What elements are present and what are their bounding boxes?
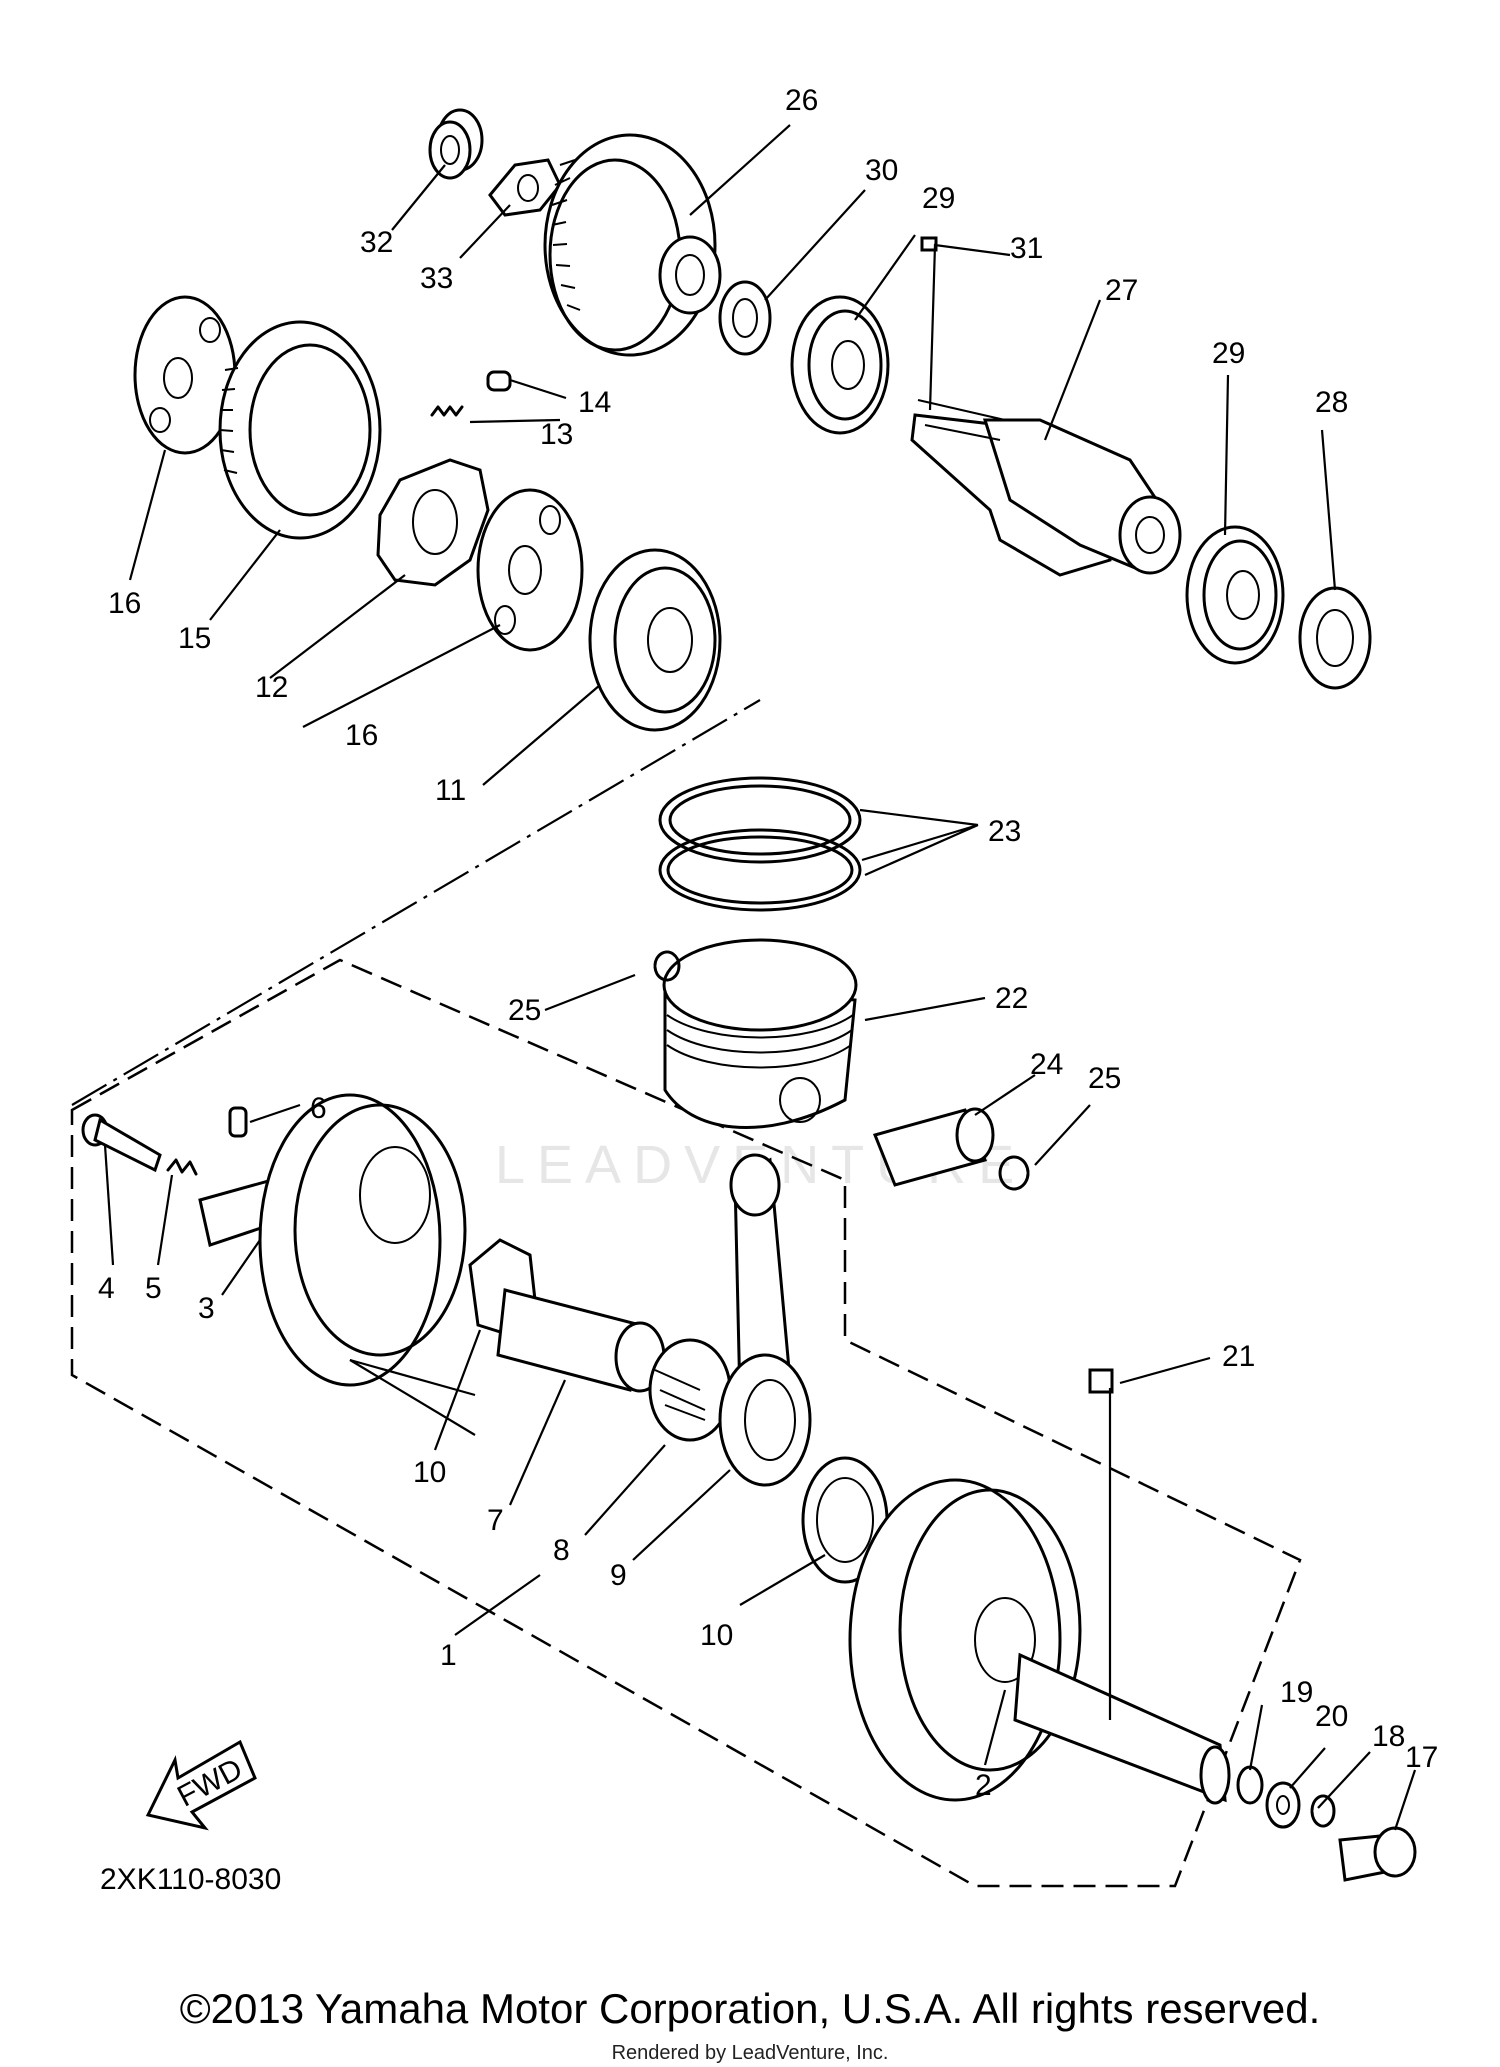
callout-5: 5 xyxy=(145,1272,162,1305)
part-32-nut xyxy=(428,108,484,180)
part-29-bearing-upper xyxy=(790,295,890,435)
callout-27: 27 xyxy=(1105,274,1138,307)
crankshaft-assembly-outline xyxy=(70,958,1302,1888)
callout-29b: 29 xyxy=(1212,337,1245,370)
callout-19: 19 xyxy=(1280,1676,1313,1709)
part-18-circlip xyxy=(1310,1794,1336,1828)
callout-12: 12 xyxy=(255,671,288,704)
callout-24: 24 xyxy=(1030,1048,1063,1081)
callout-10a: 10 xyxy=(413,1456,446,1489)
part-28-oil-seal xyxy=(1298,586,1372,690)
part-21-key xyxy=(1088,1368,1114,1394)
part-6-pin xyxy=(228,1106,248,1138)
callout-31: 31 xyxy=(1010,232,1043,265)
part-4-bolt xyxy=(81,1113,162,1173)
part-7-crank-pin xyxy=(496,1288,666,1393)
leader-lines xyxy=(103,124,1417,1831)
callout-20: 20 xyxy=(1315,1700,1348,1733)
callout-29a: 29 xyxy=(922,182,955,215)
rendered-by-credit: Rendered by LeadVenture, Inc. xyxy=(611,2042,889,2064)
callout-6: 6 xyxy=(310,1092,327,1125)
part-25-clip-lower xyxy=(998,1155,1030,1191)
part-17-bolt xyxy=(1338,1826,1417,1882)
crankshaft-piston-exploded-diagram: LEADVENTURE xyxy=(70,84,1438,1896)
callout-22: 22 xyxy=(995,982,1028,1015)
fwd-arrow-icon: FWD xyxy=(145,1739,257,1831)
callout-25b: 25 xyxy=(1088,1062,1121,1095)
part-12-hub xyxy=(376,458,490,587)
part-16-plate-lower xyxy=(476,488,584,652)
part-22-piston xyxy=(662,938,858,1129)
part-9-connecting-rod xyxy=(718,1153,812,1487)
part-19-oring xyxy=(1236,1765,1264,1805)
callout-14: 14 xyxy=(578,386,611,419)
part-14-pin xyxy=(486,370,512,392)
callout-28: 28 xyxy=(1315,386,1348,419)
callout-16b: 16 xyxy=(345,719,378,752)
part-30-oil-seal xyxy=(718,280,772,356)
part-10-thrust-washer-right xyxy=(801,1456,889,1584)
part-11-bearing xyxy=(588,548,722,732)
callout-13: 13 xyxy=(540,418,573,451)
part-26-balancer-drive-gear xyxy=(543,133,722,357)
part-2-crank-half-right xyxy=(848,1478,1231,1805)
callout-1: 1 xyxy=(440,1639,457,1672)
callout-25a: 25 xyxy=(508,994,541,1027)
copyright-notice: ©2013 Yamaha Motor Corporation, U.S.A. A… xyxy=(179,1985,1321,2032)
part-31-woodruff-key xyxy=(920,236,938,252)
callout-16a: 16 xyxy=(108,587,141,620)
part-27-balancer-shaft xyxy=(910,399,1182,577)
part-15-balancer-driven-gear xyxy=(218,320,382,540)
part-25-clip-upper xyxy=(653,950,681,982)
callout-3: 3 xyxy=(198,1292,215,1325)
part-5-spring xyxy=(166,1158,198,1176)
part-29-bearing-right xyxy=(1185,525,1285,665)
callouts: 1 2 3 4 5 6 7 8 9 10 10 11 12 13 14 15 1… xyxy=(98,84,1438,1802)
callout-2: 2 xyxy=(975,1769,992,1802)
balancer-group-leader xyxy=(71,699,761,1106)
callout-8: 8 xyxy=(553,1534,570,1567)
callout-10b: 10 xyxy=(700,1619,733,1652)
callout-11: 11 xyxy=(435,774,466,807)
callout-4: 4 xyxy=(98,1272,115,1305)
callout-15: 15 xyxy=(178,622,211,655)
callout-9: 9 xyxy=(610,1559,627,1592)
diagram-code: 2XK110-8030 xyxy=(100,1863,281,1896)
callout-30: 30 xyxy=(865,154,898,187)
callout-17: 17 xyxy=(1405,1741,1438,1774)
callout-18: 18 xyxy=(1372,1720,1405,1753)
callout-26: 26 xyxy=(785,84,818,117)
part-8-needle-bearing xyxy=(648,1338,732,1442)
part-13-spring xyxy=(430,405,464,417)
callout-33: 33 xyxy=(420,262,453,295)
callout-21: 21 xyxy=(1222,1340,1255,1373)
part-20-washer xyxy=(1265,1781,1301,1829)
part-23-piston-rings xyxy=(658,776,862,912)
callout-7: 7 xyxy=(487,1504,504,1537)
callout-32: 32 xyxy=(360,226,393,259)
callout-23: 23 xyxy=(988,815,1021,848)
part-24-piston-pin xyxy=(872,1107,995,1187)
part-3-crank-half-left xyxy=(198,1093,467,1387)
